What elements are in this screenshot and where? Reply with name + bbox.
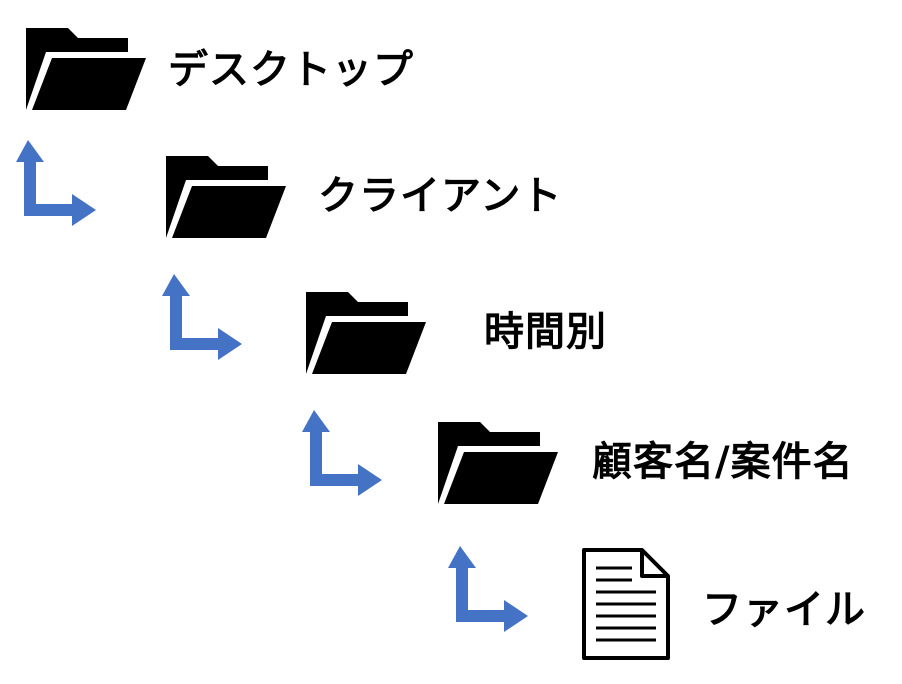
- branch-arrow-icon: [446, 534, 532, 644]
- folder-icon: [24, 22, 148, 112]
- tree-item-label: 顧客名/案件名: [592, 439, 854, 485]
- folder-icon: [304, 286, 428, 376]
- folder-icon: [164, 150, 288, 240]
- tree-item-label: クライアント: [318, 173, 563, 219]
- branch-arrow-icon: [14, 128, 100, 238]
- folder-icon: [436, 416, 560, 506]
- tree-item-label: 時間別: [484, 309, 607, 355]
- branch-arrow-icon: [160, 262, 246, 372]
- branch-arrow-icon: [300, 398, 386, 508]
- tree-item-label: ファイル: [702, 587, 866, 633]
- document-icon: [580, 546, 672, 662]
- tree-item-label: デスクトップ: [168, 47, 414, 93]
